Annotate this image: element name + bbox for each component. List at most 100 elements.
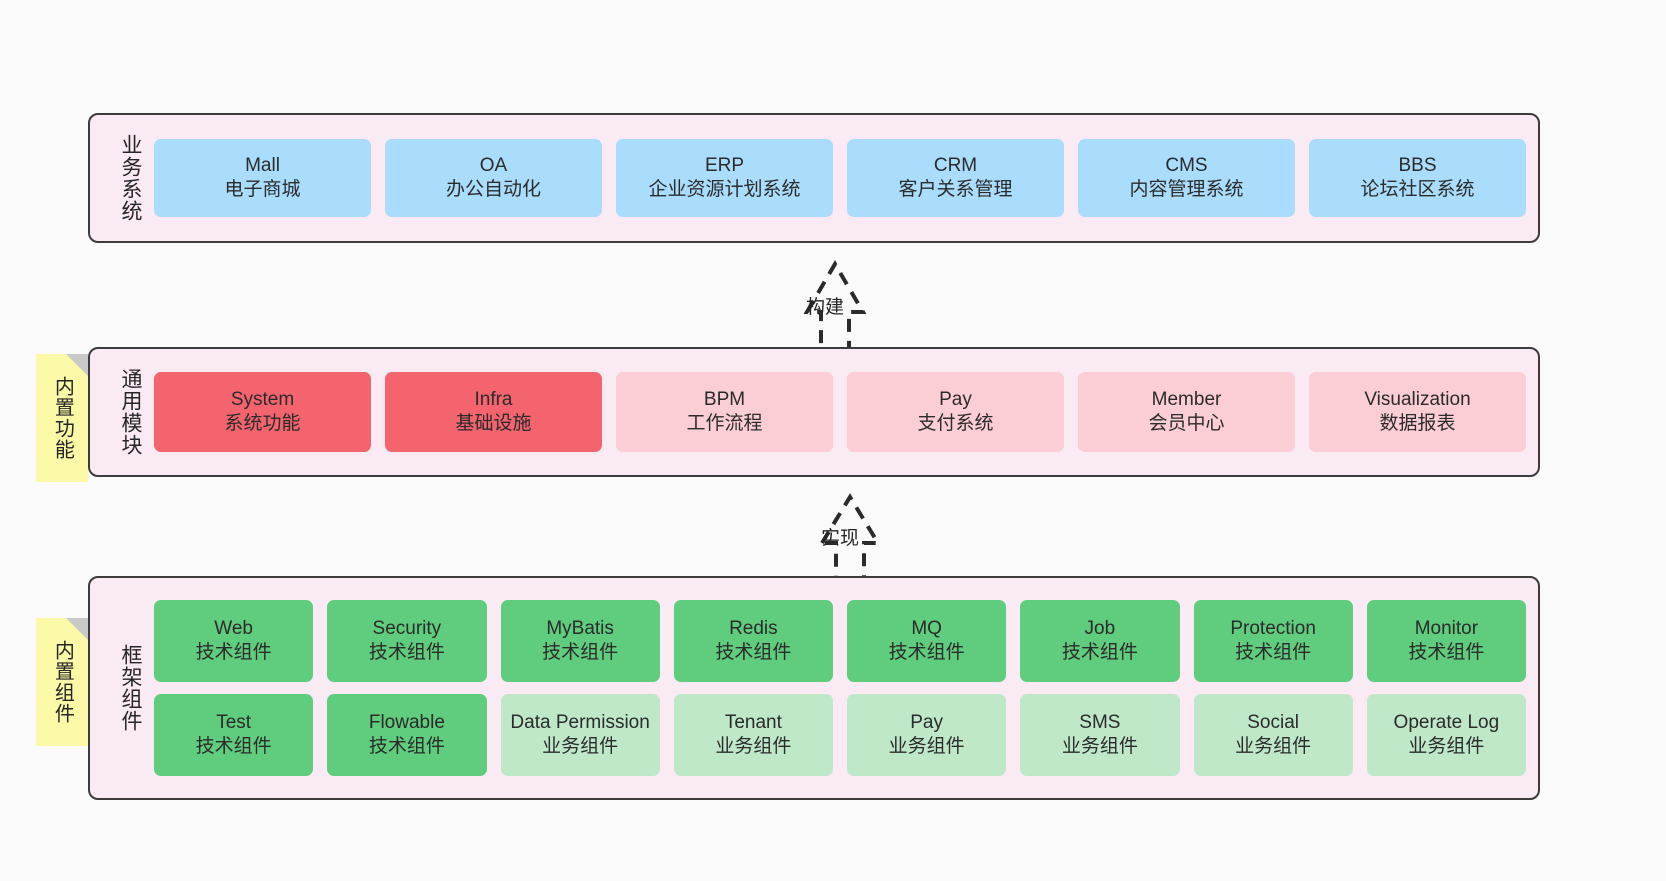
card-title: CRM (933, 154, 978, 176)
card-subtitle: 业务组件 (888, 736, 965, 757)
card-title: Pay (939, 388, 972, 410)
connector-implement-arrow-icon (760, 487, 940, 592)
card-title: Infra (474, 388, 513, 410)
card-social[interactable]: Social 业务组件 (1193, 694, 1353, 776)
card-title: Data Permission (510, 711, 650, 733)
card-subtitle: 技术组件 (195, 736, 272, 757)
card-title: Member (1151, 388, 1222, 410)
card-subtitle: 电子商城 (224, 179, 301, 200)
card-title: Job (1084, 617, 1116, 639)
card-bbs[interactable]: BBS 论坛社区系统 (1309, 139, 1526, 217)
card-member[interactable]: Member 会员中心 (1078, 372, 1295, 452)
sticky-note-builtin-components: 内置组件 (36, 618, 88, 746)
card-pay-business[interactable]: Pay 业务组件 (847, 694, 1007, 776)
card-bpm[interactable]: BPM 工作流程 (616, 372, 833, 452)
card-subtitle: 技术组件 (1235, 642, 1312, 663)
card-subtitle: 业务组件 (1408, 736, 1485, 757)
card-subtitle: 技术组件 (888, 642, 965, 663)
card-subtitle: 业务组件 (1235, 736, 1312, 757)
framework-card-grid: Web 技术组件 Security 技术组件 MyBatis 技术组件 Redi… (150, 600, 1538, 776)
card-flowable[interactable]: Flowable 技术组件 (327, 694, 487, 776)
card-subtitle: 论坛社区系统 (1360, 179, 1475, 200)
card-subtitle: 会员中心 (1148, 413, 1225, 434)
card-subtitle: 工作流程 (686, 413, 763, 434)
connector-implement-label: 实现 (821, 528, 860, 549)
card-title: Redis (729, 617, 778, 639)
card-title: OA (479, 154, 508, 176)
card-row: Test 技术组件 Flowable 技术组件 Data Permission … (154, 694, 1526, 776)
card-title: Operate Log (1393, 711, 1500, 733)
card-operate-log[interactable]: Operate Log 业务组件 (1366, 694, 1526, 776)
sticky-note-label: 内置组件 (51, 640, 74, 724)
connector-build-label: 构建 (806, 297, 845, 318)
sticky-fold-icon (66, 354, 88, 376)
card-title: CMS (1165, 154, 1208, 176)
card-sms[interactable]: SMS 业务组件 (1020, 694, 1180, 776)
card-subtitle: 基础设施 (455, 413, 532, 434)
card-mq[interactable]: MQ 技术组件 (847, 600, 1007, 682)
card-mybatis[interactable]: MyBatis 技术组件 (500, 600, 660, 682)
layer-framework-components-label: 框架组件 (119, 644, 142, 732)
card-security[interactable]: Security 技术组件 (327, 600, 487, 682)
card-title: BBS (1398, 154, 1437, 176)
card-row: Mall 电子商城 OA 办公自动化 ERP 企业资源计划系统 CRM 客户关系… (154, 139, 1526, 217)
connector-build-arrow-icon (745, 252, 925, 357)
card-erp[interactable]: ERP 企业资源计划系统 (616, 139, 833, 217)
card-oa[interactable]: OA 办公自动化 (385, 139, 602, 217)
sticky-note-label: 内置功能 (51, 376, 74, 460)
card-title: Pay (910, 711, 943, 733)
layer-framework-components: 框架组件 Web 技术组件 Security 技术组件 MyBatis 技术组件… (88, 576, 1540, 800)
card-title: System (230, 388, 295, 410)
card-infra[interactable]: Infra 基础设施 (385, 372, 602, 452)
card-data-permission[interactable]: Data Permission 业务组件 (500, 694, 660, 776)
card-protection[interactable]: Protection 技术组件 (1193, 600, 1353, 682)
card-title: Flowable (368, 711, 445, 733)
card-subtitle: 业务组件 (715, 736, 792, 757)
card-mall[interactable]: Mall 电子商城 (154, 139, 371, 217)
card-subtitle: 技术组件 (715, 642, 792, 663)
card-title: SMS (1079, 711, 1121, 733)
card-crm[interactable]: CRM 客户关系管理 (847, 139, 1064, 217)
card-title: Security (372, 617, 442, 639)
card-subtitle: 业务组件 (542, 736, 619, 757)
card-subtitle: 企业资源计划系统 (648, 179, 801, 200)
card-job[interactable]: Job 技术组件 (1020, 600, 1180, 682)
card-subtitle: 技术组件 (1408, 642, 1485, 663)
card-subtitle: 数据报表 (1379, 413, 1456, 434)
card-redis[interactable]: Redis 技术组件 (673, 600, 833, 682)
card-subtitle: 技术组件 (1061, 642, 1138, 663)
card-title: Test (216, 711, 252, 733)
card-row: System 系统功能 Infra 基础设施 BPM 工作流程 Pay 支付系统… (154, 372, 1526, 452)
card-web[interactable]: Web 技术组件 (154, 600, 314, 682)
card-system[interactable]: System 系统功能 (154, 372, 371, 452)
card-title: Tenant (724, 711, 782, 733)
card-subtitle: 技术组件 (368, 642, 445, 663)
business-card-grid: Mall 电子商城 OA 办公自动化 ERP 企业资源计划系统 CRM 客户关系… (150, 139, 1538, 217)
card-tenant[interactable]: Tenant 业务组件 (673, 694, 833, 776)
sticky-note-builtin-features: 内置功能 (36, 354, 88, 482)
card-cms[interactable]: CMS 内容管理系统 (1078, 139, 1295, 217)
card-subtitle: 支付系统 (917, 413, 994, 434)
card-subtitle: 技术组件 (368, 736, 445, 757)
common-card-grid: System 系统功能 Infra 基础设施 BPM 工作流程 Pay 支付系统… (150, 372, 1538, 452)
card-pay[interactable]: Pay 支付系统 (847, 372, 1064, 452)
card-subtitle: 客户关系管理 (898, 179, 1013, 200)
card-title: Web (214, 617, 253, 639)
card-subtitle: 办公自动化 (445, 179, 541, 200)
card-subtitle: 技术组件 (195, 642, 272, 663)
card-visualization[interactable]: Visualization 数据报表 (1309, 372, 1526, 452)
card-test[interactable]: Test 技术组件 (154, 694, 314, 776)
card-title: MQ (911, 617, 942, 639)
card-title: Protection (1230, 617, 1316, 639)
layer-business-systems-label: 业务系统 (119, 134, 142, 222)
card-title: ERP (704, 154, 745, 176)
layer-business-systems: 业务系统 Mall 电子商城 OA 办公自动化 ERP 企业资源计划系统 CRM… (88, 113, 1540, 243)
card-monitor[interactable]: Monitor 技术组件 (1366, 600, 1526, 682)
card-title: Mall (245, 154, 280, 176)
sticky-fold-icon (66, 618, 88, 640)
card-subtitle: 业务组件 (1061, 736, 1138, 757)
card-subtitle: 内容管理系统 (1129, 179, 1244, 200)
card-title: Monitor (1414, 617, 1479, 639)
card-title: Social (1247, 711, 1299, 733)
